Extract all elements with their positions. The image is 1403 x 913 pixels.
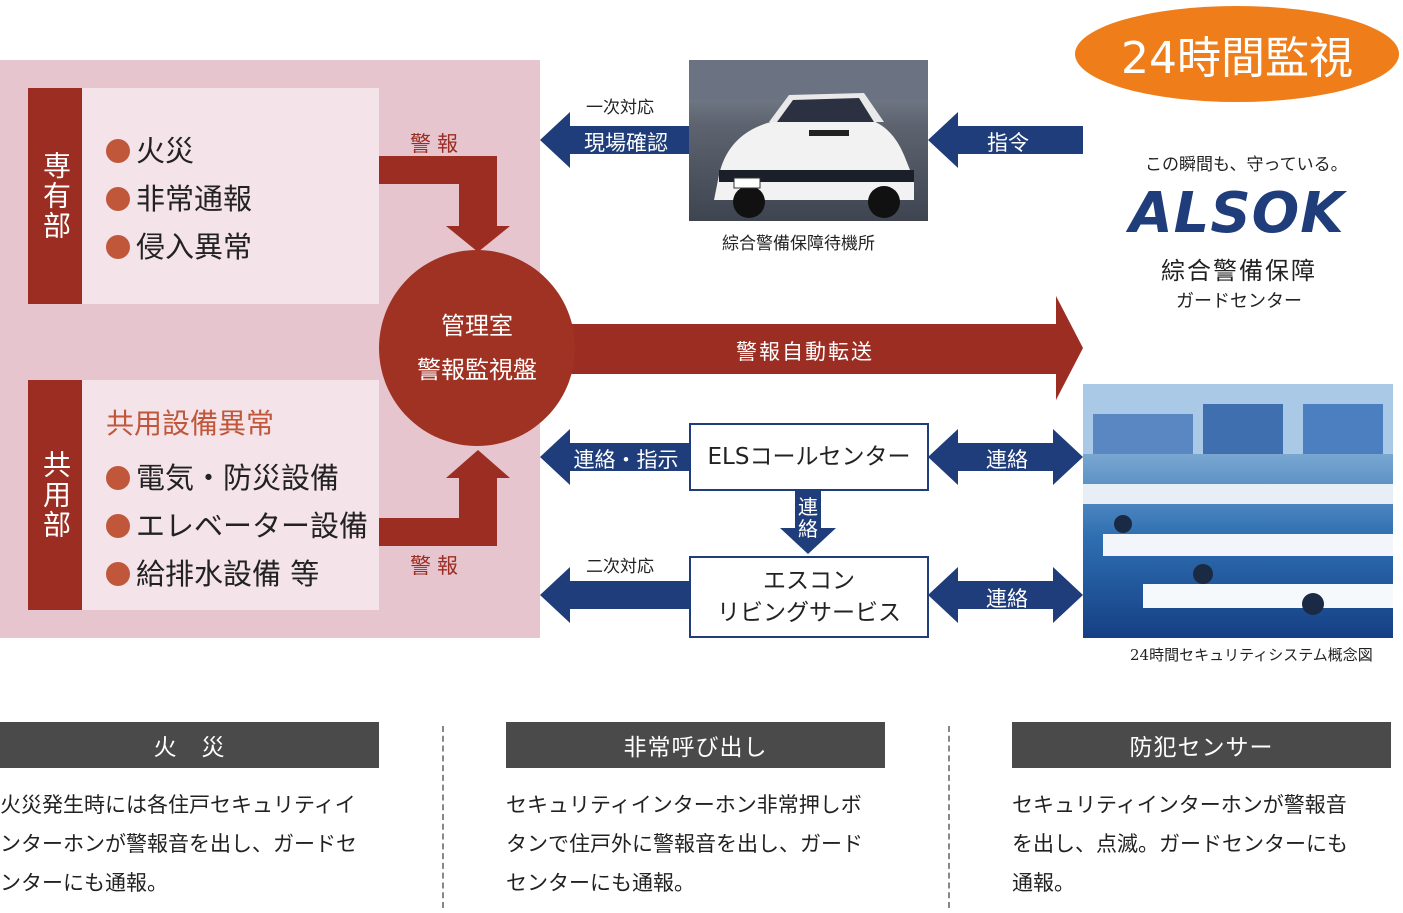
alsok-tagline: この瞬間も、守っている。 [1145, 155, 1348, 175]
escon-box: エスコン リビングサービス [689, 556, 929, 638]
niji-arrow [540, 567, 689, 623]
bullet-icon [106, 235, 130, 259]
senyu-item-emergency: 非常通報 [106, 176, 252, 218]
kanri-circle: 管理室 警報監視盤 [379, 250, 575, 446]
genba-label: 現場確認 [584, 131, 668, 155]
patrol-car-photo [689, 60, 928, 221]
auto-transfer-arrow [560, 296, 1083, 400]
kyoyo-title: 共用設備異常 [106, 407, 275, 440]
renraku-label-1: 連絡 [986, 448, 1028, 472]
senyu-item-fire: 火災 [106, 128, 194, 170]
car-caption: 綜合警備保障待機所 [722, 234, 875, 254]
kanri-line1: 管理室 [441, 312, 513, 340]
kyoyo-item-elevator: エレベーター設備 [106, 503, 368, 545]
bottom-text-emergency: セキュリティインターホン非常押しボ タンで住戸外に警報音を出し、ガード センター… [506, 793, 863, 895]
kyoyo-box [82, 380, 379, 610]
alarm-arrow-top [379, 156, 510, 252]
alarm-arrow-bottom [379, 450, 510, 546]
renraku-arrow-2 [928, 567, 1083, 623]
escon-line2: リビングサービス [717, 600, 901, 626]
bottom-text-fire: 火災発生時には各住戸セキュリティイ ンターホンが警報音を出し、ガードセ ンターに… [0, 793, 357, 895]
senyu-label: 専有部 [28, 88, 82, 304]
patrol-car-icon [689, 60, 928, 218]
escon-line1: エスコン [763, 568, 855, 594]
bottom-title-fire: 火 災 [0, 722, 379, 768]
senyu-box [82, 88, 379, 304]
bullet-icon [106, 562, 130, 586]
alsok-company: 綜合警備保障 [1161, 257, 1317, 285]
control-room-icon [1083, 384, 1393, 615]
bullet-icon [106, 466, 130, 490]
renraku-shiji-arrow [540, 429, 689, 485]
alarm-label-top: 警報 [410, 132, 464, 156]
center-photo-caption: 24時間セキュリティシステム概念図 [1130, 646, 1373, 664]
renraku-label-2: 連絡 [986, 587, 1028, 611]
shirei-label: 指令 [987, 131, 1029, 155]
els-call-center-box: ELSコールセンター [689, 423, 929, 491]
ichiji-label: 一次対応 [586, 98, 654, 118]
senyu-item-intrusion: 侵入異常 [106, 224, 252, 266]
alarm-label-bottom: 警報 [410, 554, 464, 578]
shirei-arrow [928, 112, 1083, 168]
renraku-down-label: 連絡 [798, 495, 818, 541]
guard-center-photo [1083, 384, 1393, 638]
renraku-down-arrow [780, 490, 836, 554]
kanri-line2: 警報監視盤 [417, 356, 537, 384]
genba-arrow [540, 112, 689, 168]
bullet-icon [106, 187, 130, 211]
bottom-text-sensor: セキュリティインターホンが警報音 を出し、点滅。ガードセンターにも 通報。 [1012, 793, 1348, 895]
renraku-arrow-1 [928, 429, 1083, 485]
bullet-icon [106, 514, 130, 538]
alsok-guard-center: ガードセンター [1176, 291, 1302, 312]
bottom-title-emergency: 非常呼び出し [506, 722, 885, 768]
monitoring-badge: 24時間監視 [1075, 6, 1399, 102]
alsok-logo: ALSOK [1129, 181, 1345, 246]
bullet-icon [106, 139, 130, 163]
auto-transfer-label: 警報自動転送 [736, 340, 874, 364]
renraku-shiji-label: 連絡・指示 [573, 448, 679, 472]
kyoyo-item-water: 給排水設備 等 [106, 551, 319, 593]
separator-1 [442, 726, 444, 908]
kyoyo-item-electric: 電気・防災設備 [106, 455, 339, 497]
separator-2 [948, 726, 950, 908]
kyoyo-label: 共用部 [28, 380, 82, 610]
els-box-label: ELSコールセンター [707, 444, 911, 470]
niji-label: 二次対応 [586, 557, 654, 577]
bottom-title-sensor: 防犯センサー [1012, 722, 1391, 768]
